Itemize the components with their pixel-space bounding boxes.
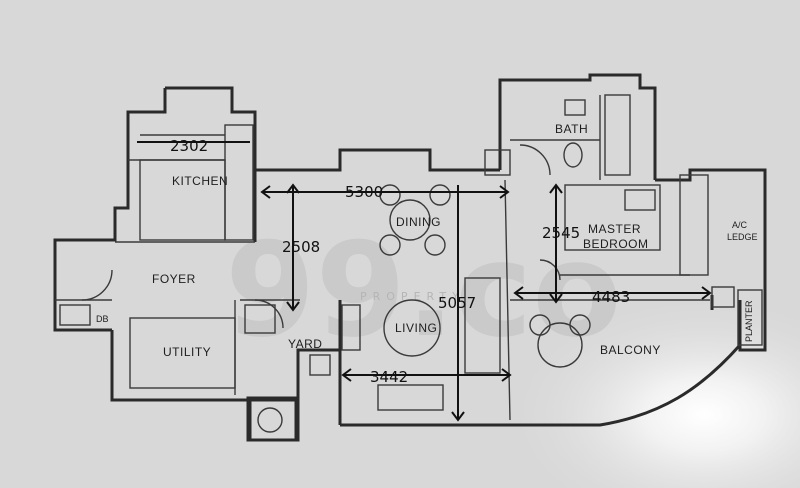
watermark-sub: PROPERTY [360,290,465,303]
dim-living-width: 3442 [370,368,408,386]
label-living: LIVING [395,321,437,335]
dim-kitchen-width: 2302 [170,137,208,155]
label-balcony: BALCONY [600,343,661,357]
label-dining: DINING [396,215,441,229]
dim-dining-width: 5300 [345,183,383,201]
label-master-line2: BEDROOM [583,237,649,251]
label-foyer: FOYER [152,272,196,286]
label-ac-line1: A/C [732,220,748,230]
label-master-line1: MASTER [588,222,641,236]
label-utility: UTILITY [163,345,211,359]
label-db: DB [96,314,109,324]
dim-living-depth: 5057 [438,294,476,312]
label-bath: BATH [555,122,588,136]
label-ac-line2: LEDGE [727,232,758,242]
label-planter: PLANTER [744,300,754,342]
dim-foyer-depth: 2508 [282,238,320,256]
label-kitchen: KITCHEN [172,174,228,188]
dimension-annotations: 2302 5300 2508 2545 5057 4483 3442 [137,137,712,422]
dim-master-width: 4483 [592,288,630,306]
dim-master-depth: 2545 [542,224,580,242]
room-labels: KITCHEN DINING FOYER DB UTILITY YARD LIV… [96,122,758,359]
label-yard: YARD [288,337,322,351]
inner-walls [55,94,763,433]
